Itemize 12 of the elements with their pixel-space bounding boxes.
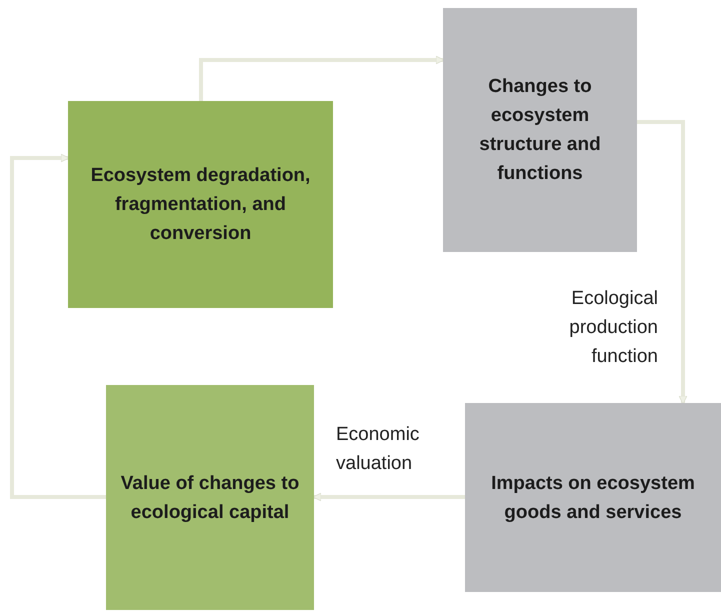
arrow (312, 492, 465, 502)
box-text: Ecosystem degradation, fragmentation, and conversion (90, 164, 312, 246)
process-box (443, 8, 637, 252)
box-text: Impacts on ecosystem goods and services (490, 472, 696, 524)
process-box (465, 403, 721, 592)
box-text: Changes to ecosystem structure and functions (478, 75, 602, 186)
process-box (68, 101, 333, 308)
arrow (199, 56, 444, 101)
process-box (106, 385, 314, 610)
arrow (637, 120, 688, 404)
box-text: Value of changes to ecological capital (120, 472, 300, 524)
arrow (10, 154, 106, 499)
